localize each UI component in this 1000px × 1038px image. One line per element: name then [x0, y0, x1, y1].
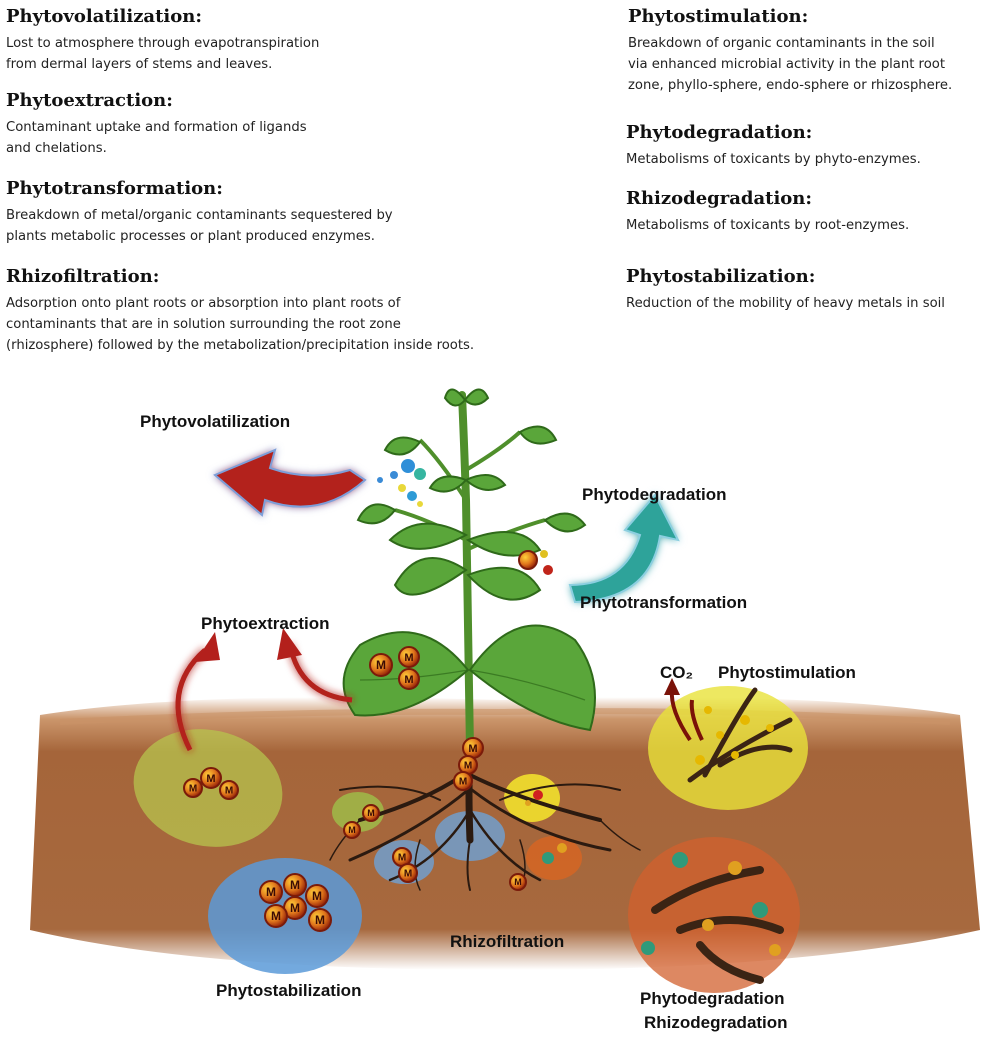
metal-particle-label: M: [315, 913, 325, 927]
metal-particle-label: M: [189, 783, 197, 794]
leaf: [428, 475, 468, 493]
metal-particle-label: M: [266, 885, 276, 899]
label-co2: CO₂: [660, 663, 693, 682]
label-phytostimulation: Phytostimulation: [718, 663, 856, 682]
term-heading: Phytostimulation:: [628, 6, 809, 27]
leaf: [383, 436, 422, 456]
metal-particle: [219, 780, 239, 800]
metal-particle-label: M: [459, 776, 467, 787]
metal-particle: [264, 904, 288, 928]
metal-particle-label: M: [271, 909, 281, 923]
metal-particle: [308, 908, 332, 932]
plant-stem: [458, 391, 474, 754]
microbes: [695, 706, 774, 765]
def-phytoextraction: Phytoextraction: Contaminant uptake and …: [6, 90, 307, 159]
metal-particle-label: M: [312, 889, 322, 903]
leaf: [463, 388, 490, 406]
metal-particle: [369, 653, 393, 677]
term-heading: Phytostabilization:: [626, 266, 816, 287]
metal-particle-label: M: [398, 852, 406, 863]
leaf: [464, 474, 507, 491]
leaf: [388, 522, 469, 550]
roots: [329, 746, 641, 891]
def-rhizofiltration: Rhizofiltration: Adsorption onto plant r…: [6, 266, 474, 356]
term-heading: Phytoextraction:: [6, 90, 173, 111]
term-heading: Rhizodegradation:: [626, 188, 813, 209]
term-description: Breakdown of metal/organic contaminants …: [6, 208, 393, 244]
metal-particle-label: M: [514, 877, 522, 887]
term-heading: Rhizofiltration:: [6, 266, 160, 287]
def-phytovolatilization: Phytovolatilization: Lost to atmosphere …: [6, 6, 319, 75]
term-heading: Phytodegradation:: [626, 122, 813, 143]
metal-particle-label: M: [290, 878, 300, 892]
metal-particle-label: M: [290, 901, 300, 915]
metal-particle: [453, 771, 473, 791]
label-phytotransformation: Phytotransformation: [580, 593, 747, 612]
metal-particle: [259, 880, 283, 904]
rhizodegradation-zone: [628, 837, 800, 993]
metal-particle-label: M: [225, 785, 233, 796]
label-phytodegradation-bottom: Phytodegradation: [640, 989, 785, 1008]
metal-particle-label: M: [404, 868, 412, 879]
transformation-particles: [518, 550, 553, 575]
metal-particle-label: M: [468, 743, 477, 755]
label-phytostabilization: Phytostabilization: [216, 981, 361, 1000]
metal-particle-label: M: [464, 760, 472, 771]
def-phytodegradation: Phytodegradation: Metabolisms of toxican…: [626, 122, 921, 170]
metal-particle: [509, 873, 527, 891]
metal-particle-label: M: [404, 652, 413, 664]
metal-particle: [398, 646, 420, 668]
metal-particle-label: M: [206, 773, 215, 785]
leaf: [465, 531, 542, 557]
def-rhizodegradation: Rhizodegradation: Metabolisms of toxican…: [626, 188, 909, 236]
term-description: Lost to atmosphere through evapotranspir…: [6, 36, 320, 72]
label-rhizodegradation: Rhizodegradation: [644, 1013, 788, 1032]
term-description: Contaminant uptake and formation of liga…: [6, 120, 307, 156]
metal-particle: [200, 767, 222, 789]
phytovolatilization-arrow: [213, 448, 367, 517]
volatilization-droplets: [377, 459, 426, 507]
label-phytodegradation-top: Phytodegradation: [582, 485, 727, 504]
leaf: [356, 503, 397, 525]
metal-particle: [183, 778, 203, 798]
term-heading: Phytovolatilization:: [6, 6, 202, 27]
degrading-microbes: [525, 790, 781, 956]
metal-particle: [343, 821, 361, 839]
metal-particle: [305, 884, 329, 908]
arrowhead: [277, 628, 302, 660]
rhizodegradation-roots: [651, 866, 784, 984]
term-heading: Phytotransformation:: [6, 178, 223, 199]
def-phytotransformation: Phytotransformation: Breakdown of metal/…: [6, 178, 393, 247]
metal-particle-label: M: [376, 658, 386, 672]
term-description: Reduction of the mobility of heavy metal…: [626, 296, 945, 311]
large-leaf-right: [468, 624, 596, 732]
metal-particle: [398, 863, 418, 883]
label-phytoextraction: Phytoextraction: [201, 614, 329, 633]
def-phytostimulation: Phytostimulation: Breakdown of organic c…: [628, 6, 952, 96]
term-description: Breakdown of organic contaminants in the…: [628, 36, 953, 93]
phytodegradation-arrow: [568, 493, 680, 604]
term-description: Metabolisms of toxicants by root-enzymes…: [626, 218, 910, 233]
metal-particle: [362, 804, 380, 822]
metal-particle: [398, 668, 420, 690]
metal-particle-label: M: [348, 825, 356, 835]
label-phytovolatilization: Phytovolatilization: [140, 412, 290, 431]
arrowhead: [195, 632, 220, 662]
metal-particle-label: M: [367, 808, 375, 818]
leaf: [518, 425, 558, 445]
leaf: [393, 557, 468, 596]
microbial-root-fragments: [687, 687, 793, 783]
leaf: [466, 566, 542, 601]
term-description: Metabolisms of toxicants by phyto-enzyme…: [626, 152, 921, 167]
term-description: Adsorption onto plant roots or absorptio…: [6, 296, 475, 353]
label-rhizofiltration: Rhizofiltration: [450, 932, 564, 951]
metal-particle-label: M: [404, 674, 413, 686]
def-phytostabilization: Phytostabilization: Reduction of the mob…: [626, 266, 945, 314]
leaf: [443, 388, 467, 407]
leaf: [543, 512, 587, 533]
